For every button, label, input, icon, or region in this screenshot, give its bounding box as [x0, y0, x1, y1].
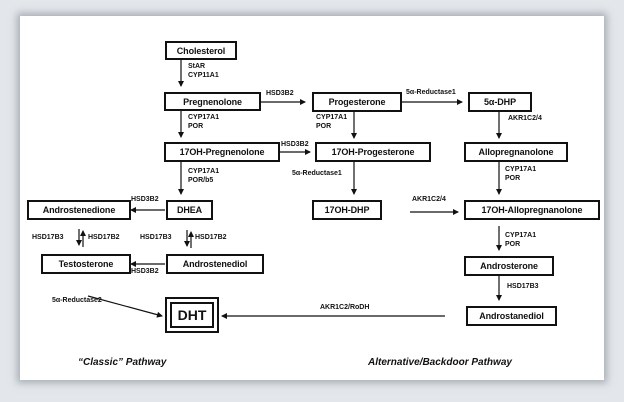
enzyme-hsd17b3-androstenedione: HSD17B3: [32, 234, 64, 241]
enzyme-por-allopregnanolone: POR: [505, 175, 521, 182]
node-androstanediol: Androstanediol: [466, 306, 557, 326]
node-dht: DHT: [165, 297, 219, 333]
enzyme-por-progesterone: POR: [316, 123, 332, 130]
enzyme-cyp11a1: CYP11A1: [188, 72, 219, 79]
enzyme-cyp17a1-allopregnanolone: CYP17A1: [505, 166, 537, 173]
enzyme-hsd3b2-androstenediol: HSD3B2: [131, 268, 159, 275]
node-5a-dhp: 5α-DHP: [468, 92, 532, 112]
enzyme-por-17oh-allopregnanolone: POR: [505, 241, 521, 248]
enzyme-akr1c24-17oh-dhp: AKR1C2/4: [412, 196, 446, 203]
node-androstenedione: Androstenedione: [27, 200, 131, 220]
enzyme-hsd17b2-androstenedione: HSD17B2: [88, 234, 120, 241]
enzyme-por-pregnenolone: POR: [188, 123, 204, 130]
enzyme-hsd3b2-pregnenolone: HSD3B2: [266, 90, 294, 97]
node-testosterone: Testosterone: [41, 254, 131, 274]
enzyme-5a-reductase1-17oh-progesterone: 5α-Reductase1: [292, 170, 342, 177]
node-androsterone: Androsterone: [464, 256, 554, 276]
enzyme-cyp17a1-pregnenolone: CYP17A1: [188, 114, 220, 121]
node-17oh-dhp: 17OH-DHP: [312, 200, 382, 220]
enzyme-hsd3b2-dhea: HSD3B2: [131, 196, 159, 203]
enzyme-5a-reductase2: 5α-Reductase2: [52, 297, 102, 304]
node-17oh-allopregnanolone: 17OH-Allopregnanolone: [464, 200, 600, 220]
arrow-testosterone-dht: [87, 295, 163, 318]
node-17oh-progesterone: 17OH-Progesterone: [315, 142, 431, 162]
enzyme-por-b5: POR/b5: [188, 177, 214, 184]
enzyme-star: StAR: [188, 63, 206, 70]
enzyme-hsd17b2-dhea: HSD17B2: [195, 234, 227, 241]
node-androstenediol: Androstenediol: [166, 254, 264, 274]
enzyme-akr1c2-rodh: AKR1C2/RoDH: [320, 304, 370, 311]
caption-classic-pathway: “Classic” Pathway: [78, 357, 167, 368]
enzyme-cyp17a1-17oh-allopregnanolone: CYP17A1: [505, 232, 537, 239]
enzyme-5a-reductase1-progesterone: 5α-Reductase1: [406, 89, 456, 96]
node-pregnenolone: Pregnenolone: [164, 92, 261, 111]
enzyme-cyp17a1-17oh-pregnenolone: CYP17A1: [188, 168, 220, 175]
node-17oh-pregnenolone: 17OH-Pregnenolone: [164, 142, 280, 162]
caption-alternative-pathway: Alternative/Backdoor Pathway: [368, 357, 512, 368]
enzyme-hsd17b3-androsterone: HSD17B3: [507, 283, 539, 290]
enzyme-akr1c24-5a-dhp: AKR1C2/4: [508, 115, 542, 122]
enzyme-hsd3b2-17oh: HSD3B2: [281, 141, 309, 148]
node-dht-label: DHT: [170, 302, 214, 328]
node-dhea: DHEA: [166, 200, 213, 220]
node-progesterone: Progesterone: [312, 92, 402, 112]
node-cholesterol: Cholesterol: [165, 41, 237, 60]
node-allopregnanolone: Allopregnanolone: [464, 142, 568, 162]
enzyme-cyp17a1-progesterone: CYP17A1: [316, 114, 348, 121]
enzyme-hsd17b3-dhea: HSD17B3: [140, 234, 172, 241]
